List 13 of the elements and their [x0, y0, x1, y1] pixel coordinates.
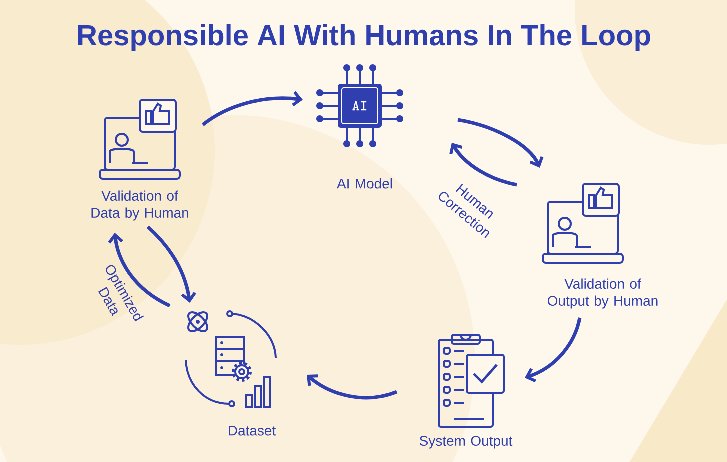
curved-arrow	[525, 318, 582, 383]
title: Responsible AI With Humans In The Loop	[78, 24, 650, 52]
node-label: System Output	[420, 436, 513, 449]
node-label: Dataset	[229, 426, 276, 436]
curved-arrow	[202, 91, 304, 126]
curved-arrow	[307, 374, 398, 400]
curved-arrow	[458, 118, 544, 168]
node-label: AI Model	[337, 178, 392, 189]
node-label: Validation of Data by Human	[92, 190, 188, 221]
curved-arrow	[146, 226, 196, 303]
node-label: Validation of Output by Human	[548, 278, 658, 309]
curved-arrow	[108, 233, 171, 308]
curved-arrow	[450, 143, 518, 187]
